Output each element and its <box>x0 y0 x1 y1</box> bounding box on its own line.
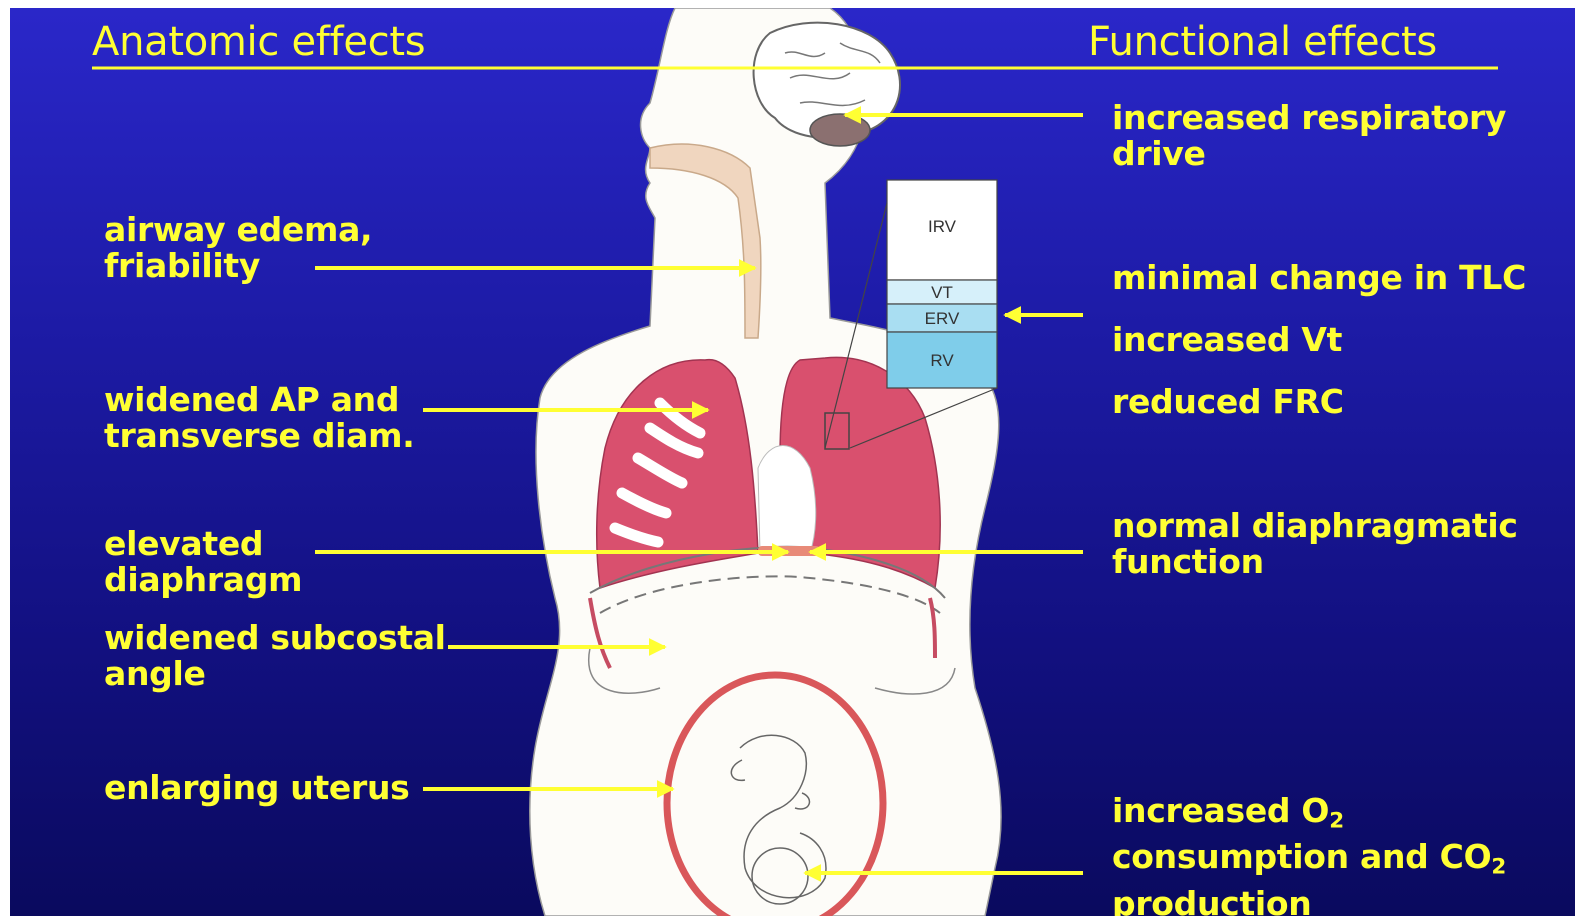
cerebellum <box>810 114 870 146</box>
anatomic-effect-diaphragm: elevated diaphragm <box>104 526 302 598</box>
functional-effect-gas-exchange: increased O2 consumption and CO2 product… <box>1112 793 1506 916</box>
functional-effect-respiratory-drive: increased respiratory drive <box>1112 100 1506 172</box>
anatomic-effect-uterus: enlarging uterus <box>104 770 410 806</box>
anatomic-effect-airway: airway edema, friability <box>104 212 372 284</box>
anatomic-effects-heading: Anatomic effects <box>92 20 425 64</box>
functional-effects-heading: Functional effects <box>1088 20 1437 64</box>
vt-label: VT <box>931 283 953 302</box>
slide: IRV VT ERV RV Anatomic effects <box>10 8 1575 916</box>
functional-effect-vt: increased Vt <box>1112 322 1342 358</box>
functional-effect-diaphragm: normal diaphragmatic function <box>1112 508 1518 580</box>
gas-exchange-line-1: increased O2 <box>1112 793 1506 839</box>
functional-effect-frc: reduced FRC <box>1112 384 1344 420</box>
gas-exchange-line-3: production <box>1112 886 1506 916</box>
lung-volume-box: IRV VT ERV RV <box>887 180 997 388</box>
rv-label: RV <box>930 351 954 370</box>
uterus <box>667 675 883 916</box>
anatomic-effect-subcostal: widened subcostal angle <box>104 620 446 692</box>
anatomic-effect-chest: widened AP and transverse diam. <box>104 382 414 454</box>
functional-effect-tlc: minimal change in TLC <box>1112 260 1526 296</box>
gas-exchange-line-2: consumption and CO2 <box>1112 839 1506 885</box>
irv-label: IRV <box>928 217 957 236</box>
erv-label: ERV <box>925 309 960 328</box>
